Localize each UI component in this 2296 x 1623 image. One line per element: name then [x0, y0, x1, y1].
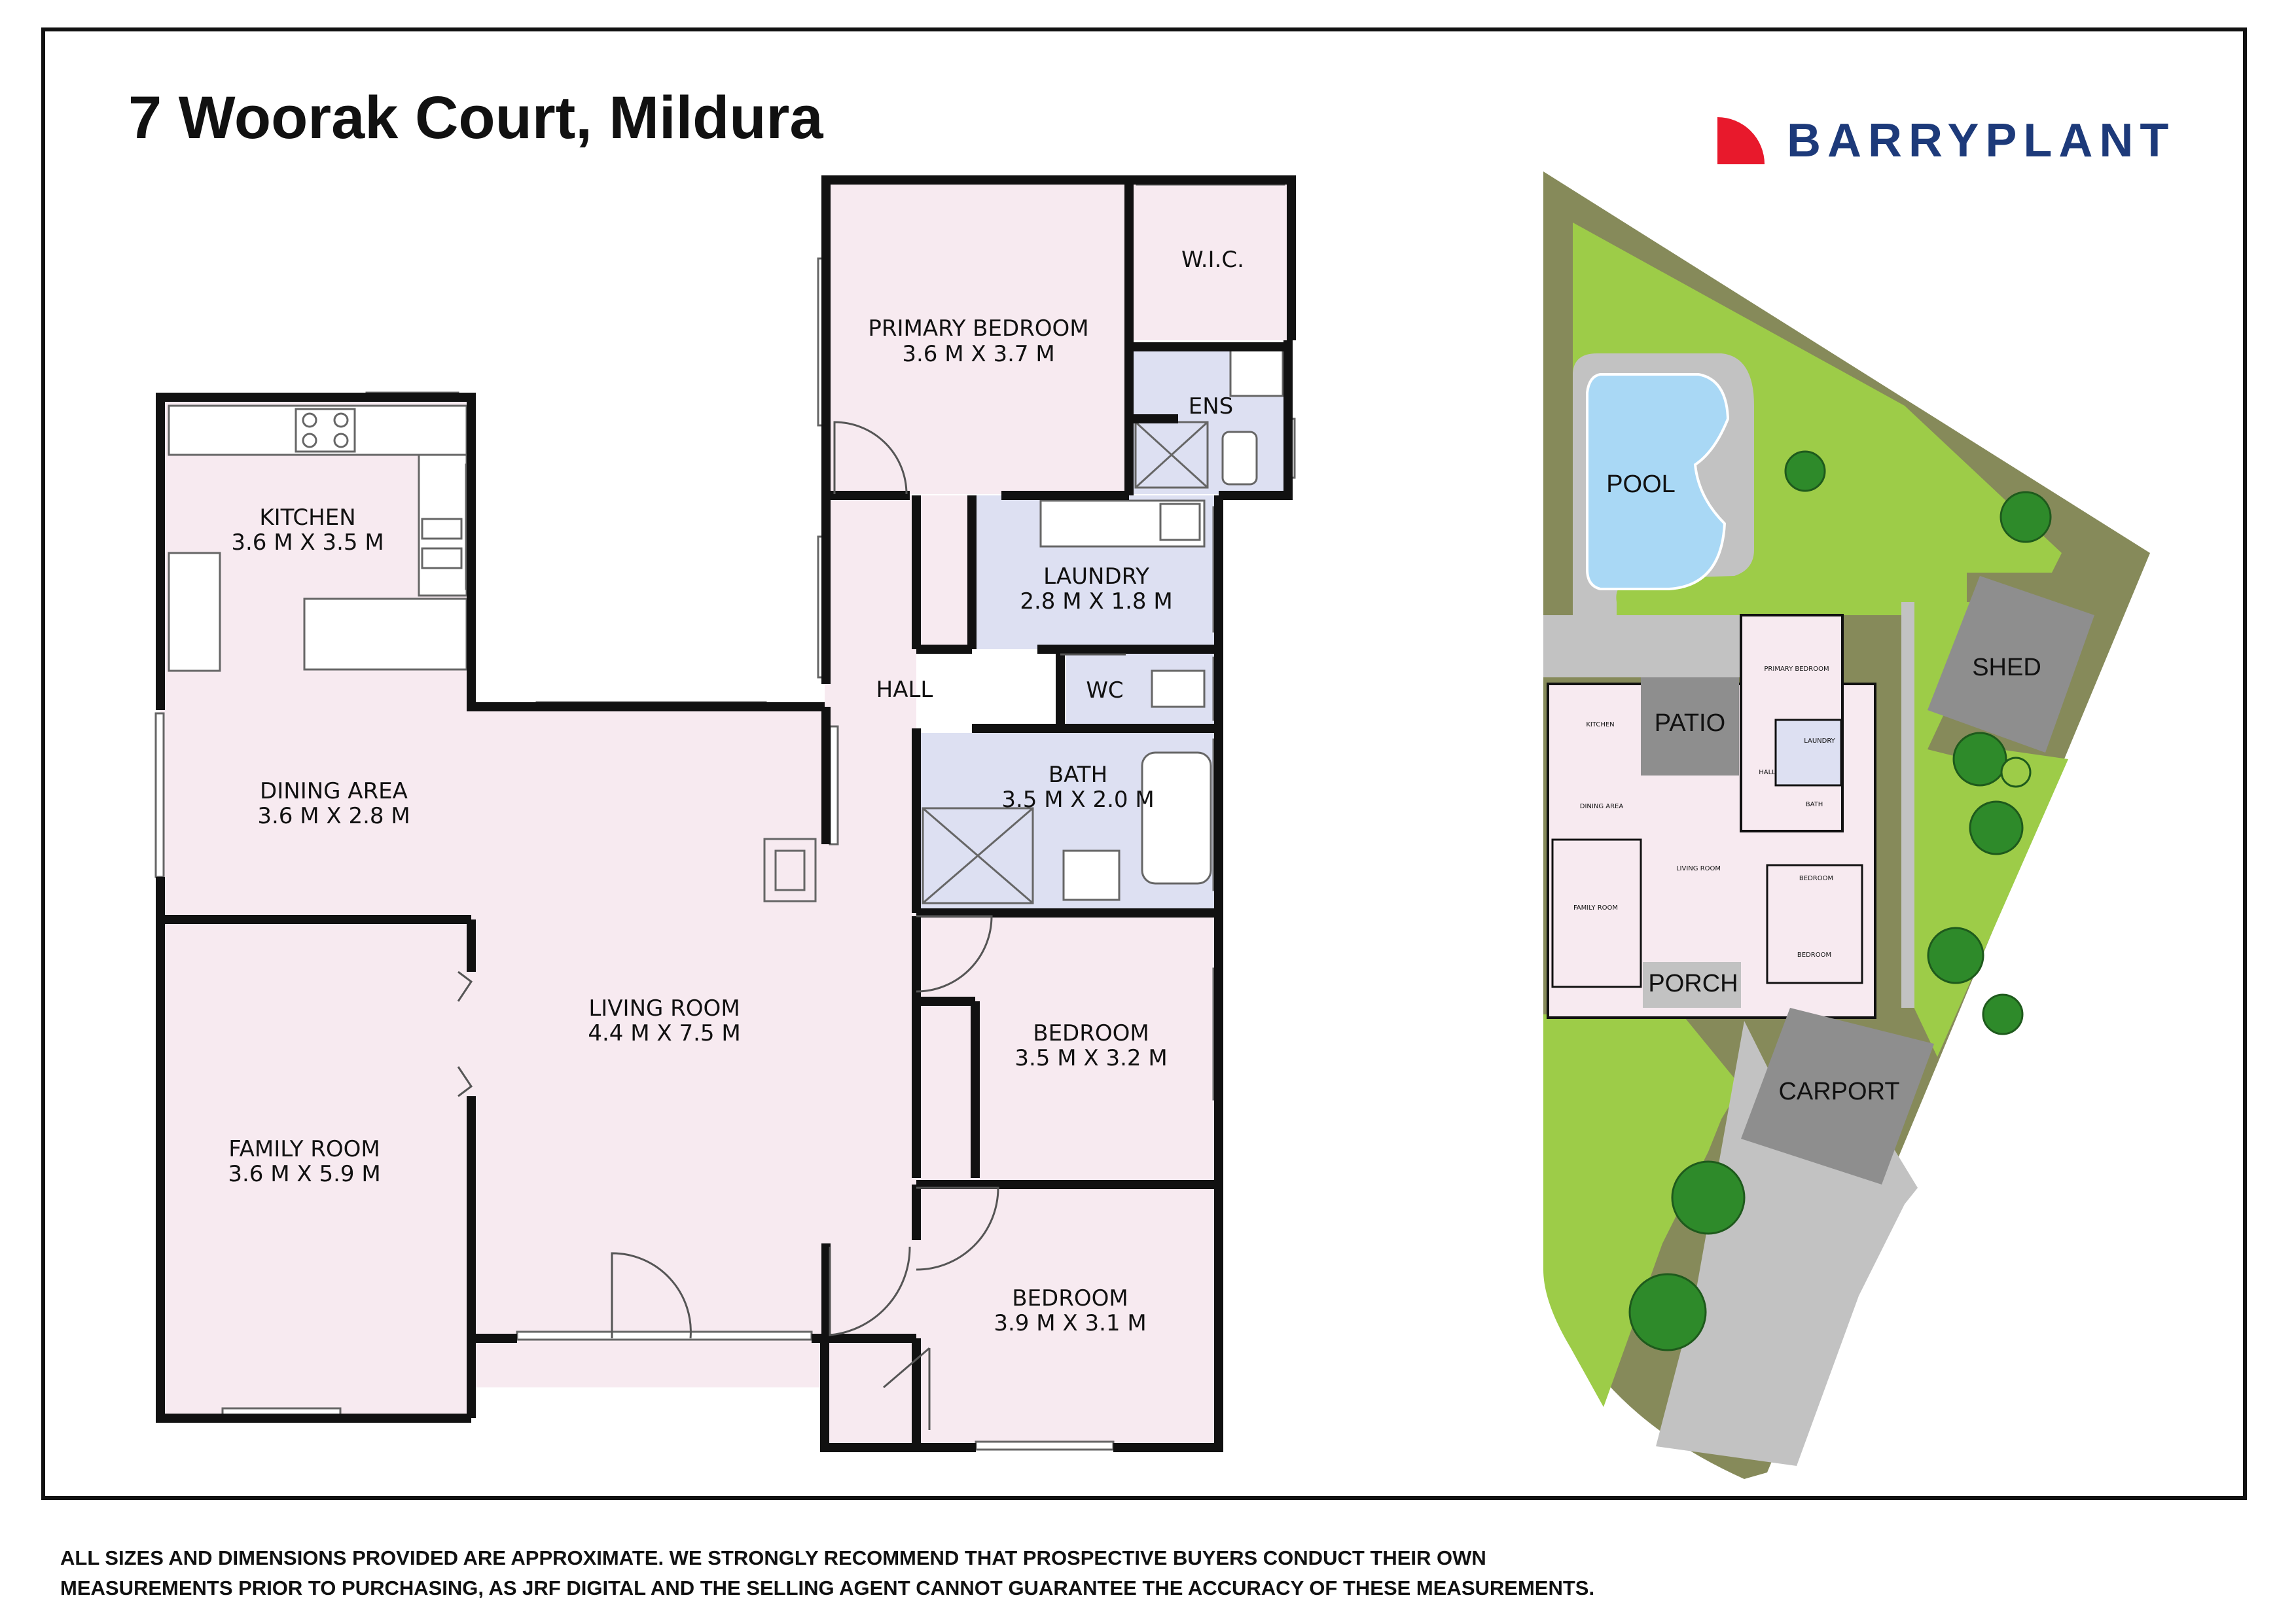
brand-logo: BARRYPLANT — [1715, 115, 2175, 167]
room-labels: PRIMARY BEDROOM 3.6 M X 3.7 M W.I.C. ENS… — [228, 247, 1244, 1336]
paving-band — [1543, 615, 1740, 677]
room-size-family: 3.6 M X 5.9 M — [228, 1161, 380, 1187]
drawing-border — [41, 27, 2247, 1500]
site-mini-label-living: LIVING ROOM — [1676, 865, 1721, 872]
site-mini-label-laundry: LAUNDRY — [1804, 738, 1835, 745]
room-name-primary-bedroom: PRIMARY BEDROOM — [868, 315, 1088, 342]
site-mini-label-hall: HALL — [1759, 769, 1776, 776]
site-plan: PATIO PORCH CARPORT SHED POOL PRIMARY BE… — [1543, 171, 2150, 1479]
carport-roof — [1741, 1008, 1934, 1185]
site-mini-label-bedroom-2: BEDROOM — [1799, 875, 1833, 882]
floor-fills — [160, 180, 1291, 1448]
room-name-family: FAMILY ROOM — [228, 1136, 380, 1162]
main-floor-plan: PRIMARY BEDROOM 3.6 M X 3.7 M W.I.C. ENS… — [154, 175, 1296, 1452]
site-wet-area — [1774, 719, 1842, 787]
site-family-wall — [1551, 838, 1642, 988]
site-mini-label-family: FAMILY ROOM — [1573, 904, 1618, 912]
site-label-porch: PORCH — [1648, 970, 1738, 997]
room-name-living: LIVING ROOM — [588, 995, 740, 1022]
room-name-laundry: LAUNDRY — [1043, 563, 1149, 590]
property-address-title: 7 Woorak Court, Mildura — [128, 84, 823, 151]
room-name-wc: WC — [1086, 677, 1123, 704]
site-mini-label-bedroom-3: BEDROOM — [1797, 952, 1831, 959]
room-name-kitchen: KITCHEN — [259, 505, 355, 531]
room-size-living: 4.4 M X 7.5 M — [588, 1020, 740, 1046]
room-name-ens: ENS — [1189, 393, 1234, 419]
walls — [156, 175, 1296, 1452]
room-name-hall: HALL — [876, 677, 933, 703]
room-name-dining: DINING AREA — [260, 778, 408, 804]
site-label-shed: SHED — [1972, 654, 2041, 681]
room-name-bedroom-3: BEDROOM — [1012, 1285, 1128, 1311]
site-mini-label-bath: BATH — [1806, 801, 1823, 808]
room-name-bath: BATH — [1049, 762, 1107, 788]
room-name-wic: W.I.C. — [1181, 247, 1244, 273]
side-paving — [1901, 602, 1914, 1008]
room-size-bedroom-3: 3.9 M X 3.1 M — [994, 1310, 1146, 1336]
site-label-carport: CARPORT — [1778, 1078, 1899, 1105]
shed-roof — [1928, 576, 2094, 753]
site-mini-label-dining: DINING AREA — [1580, 803, 1624, 810]
disclaimer-line-2: MEASUREMENTS PRIOR TO PURCHASING, AS JRF… — [60, 1577, 1595, 1599]
disclaimer-line-1: ALL SIZES AND DIMENSIONS PROVIDED ARE AP… — [60, 1546, 1486, 1569]
room-size-bath: 3.5 M X 2.0 M — [1001, 787, 1154, 813]
room-name-bedroom-2: BEDROOM — [1033, 1020, 1149, 1046]
room-size-kitchen: 3.6 M X 3.5 M — [231, 529, 384, 556]
room-size-primary-bedroom: 3.6 M X 3.7 M — [902, 341, 1054, 367]
pool-water — [1586, 373, 1730, 590]
kitchen-fixtures — [168, 404, 468, 672]
disclaimer-text: ALL SIZES AND DIMENSIONS PROVIDED ARE AP… — [60, 1543, 1827, 1603]
site-label-pool: POOL — [1606, 471, 1676, 498]
lower-lawn — [1543, 1014, 1741, 1407]
site-mini-label-kitchen: KITCHEN — [1586, 721, 1614, 728]
site-mini-label-primary-bedroom: PRIMARY BEDROOM — [1764, 666, 1829, 673]
site-label-patio: PATIO — [1655, 709, 1725, 737]
site-bedroom-walls — [1766, 864, 1863, 984]
porch-slab — [1643, 962, 1741, 1008]
patio-roof — [1641, 677, 1739, 776]
room-size-laundry: 2.8 M X 1.8 M — [1020, 588, 1172, 615]
room-size-bedroom-2: 3.5 M X 3.2 M — [1014, 1045, 1167, 1071]
brand-mark-icon — [1717, 117, 1765, 164]
doors — [457, 421, 1126, 1430]
room-size-dining: 3.6 M X 2.8 M — [257, 803, 410, 829]
brand-name: BARRYPLANT — [1787, 115, 2176, 167]
tree-icons — [1628, 450, 2052, 1351]
